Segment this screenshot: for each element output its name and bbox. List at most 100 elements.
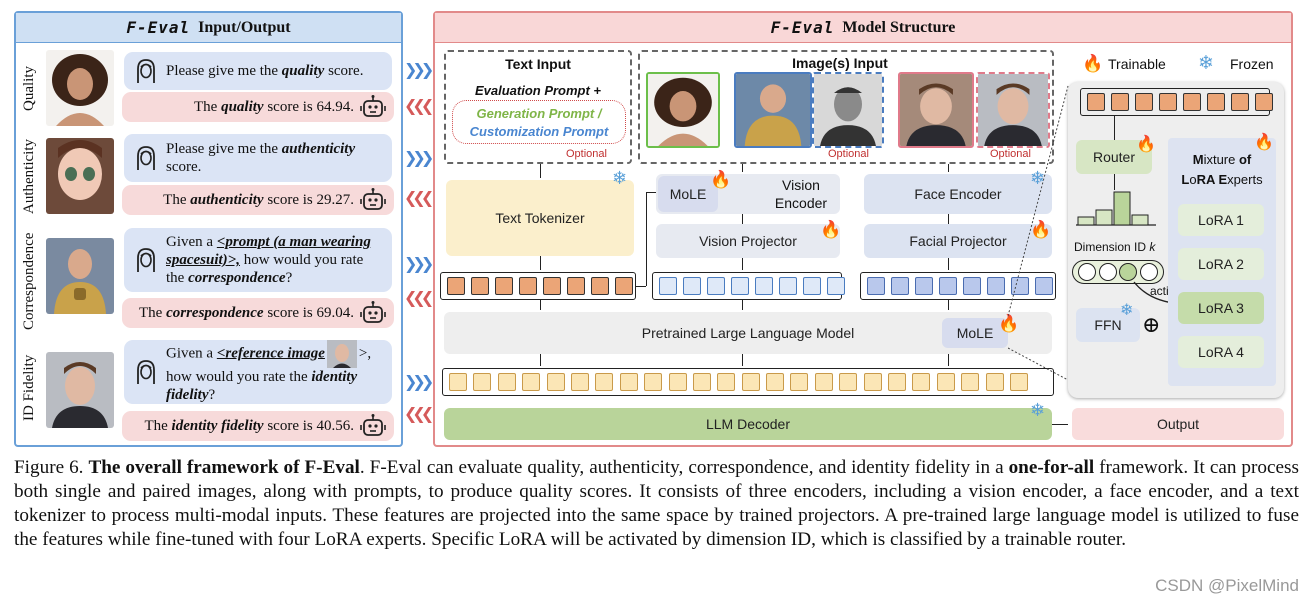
text-tokenizer-label: Text Tokenizer [495,210,585,226]
token [961,373,980,391]
moe-input-token-row [1080,88,1273,116]
vision-projector: Vision Projector [656,224,840,258]
q-prompt-emphasis: <prompt (a man wearing spacesuit)>, [166,234,371,268]
row-label-id-fidelity: ID Fidelity [21,354,37,422]
dimension-k: k [1149,240,1156,254]
lora-expert-label: LoRA 2 [1198,256,1244,272]
question-bubble-quality: Please give me the quality score. [124,52,392,90]
watermark: CSDN @PixelMind [1155,576,1299,595]
token [779,277,797,295]
input-image-2 [734,72,812,148]
text-token-row [440,272,636,300]
snowflake-icon: ❄ [1120,302,1134,319]
fire-icon: 🔥 [1030,220,1052,239]
q-text: Please give me the [166,63,282,79]
llm-decoder-label: LLM Decoder [705,416,791,432]
fused-token-row [442,368,1054,396]
lora-expert-1: LoRA 1 [1178,204,1264,236]
io-title: Input/Output [198,18,291,36]
token [707,277,725,295]
row-label-correspondence: Correspondence [21,232,37,330]
fire-icon: 🔥 [998,314,1020,333]
token [1207,93,1225,111]
row-label-authenticity: Authenticity [21,139,37,215]
q-text-end: score. [324,63,364,79]
title-text: o [1189,172,1197,187]
connector [948,300,949,310]
token [644,373,663,391]
snowflake-icon: ❄ [612,168,628,188]
fire-icon: 🔥 [1136,136,1156,153]
connector [948,354,949,366]
a-text-end: score is 29.27. [263,192,354,208]
token [1011,277,1029,295]
token [447,277,465,295]
robot-icon [360,187,386,213]
a-emphasis: identity fidelity [171,418,264,434]
q-text: Given a [166,345,217,362]
fire-icon: 🔥 [710,170,732,189]
answer-bubble-quality: The quality score is 64.94. [122,92,394,122]
token [827,277,845,295]
mole-module: MoLE [658,176,718,212]
woman-head-icon [132,358,160,386]
connector [540,300,541,310]
lora-experts-title: Mixture of LoRA Experts [1168,150,1276,190]
q-emphasis: correspondence [188,270,286,286]
a-text: The [163,192,191,208]
vision-token-row [652,272,845,300]
model-panel-header: F-Eval Model Structure [435,13,1291,43]
token [1183,93,1201,111]
connector [742,354,743,366]
dimension-slot-active [1119,263,1138,281]
ffn-label: FFN [1094,317,1122,333]
prompt-dotted-box [452,100,626,144]
token [741,373,760,391]
io-brand: F-Eval [126,18,191,37]
dimension-id-label: Dimension ID k [1074,240,1155,254]
connector [742,214,743,224]
fire-icon: 🔥 [820,220,842,239]
lora-expert-4: LoRA 4 [1178,336,1264,368]
connector [948,214,949,224]
token [659,277,677,295]
q-text-end: score. [166,159,202,175]
title-letter: E [1218,172,1228,187]
question-bubble-id-fidelity: Given a <reference image>, how would you… [124,340,392,404]
q-text-mid: how would you rate the [166,369,312,385]
sample-photo-authenticity [46,138,114,214]
token [1231,93,1249,111]
input-image-4 [898,72,974,148]
chevrons-right-icon: ❯❯❯ [404,254,434,273]
a-emphasis: authenticity [190,192,264,208]
token [755,277,773,295]
title-letter: M [1192,152,1204,167]
router-distribution-icon [1076,190,1156,226]
q-text: Given a [166,234,217,250]
optional-label-text: Optional [566,148,607,160]
input-image-3 [812,72,884,148]
token [619,373,638,391]
connector [540,354,541,366]
connector [540,164,541,178]
io-panel [14,11,403,447]
facial-projector: Facial Projector [864,224,1052,258]
token [985,373,1004,391]
legend-frozen: Frozen [1230,56,1274,72]
snowflake-icon: ❄ [1198,53,1214,74]
caption-bold-title: The overall framework of F-Eval [88,457,360,478]
a-text: The [144,418,172,434]
woman-head-icon [132,57,160,85]
facial-projector-label: Facial Projector [909,233,1007,249]
token [867,277,885,295]
q-emphasis: quality [281,63,325,79]
lora-expert-label: LoRA 4 [1198,344,1244,360]
chevrons-left-icon: ❮❮❮ [404,404,434,423]
output-box: Output [1072,408,1284,440]
customization-prompt: Customization Prompt [469,124,609,139]
token [567,277,585,295]
fire-icon: 🔥 [1082,54,1104,73]
token [595,373,614,391]
optional-label-image-2: Optional [990,148,1031,160]
robot-icon [360,94,386,120]
